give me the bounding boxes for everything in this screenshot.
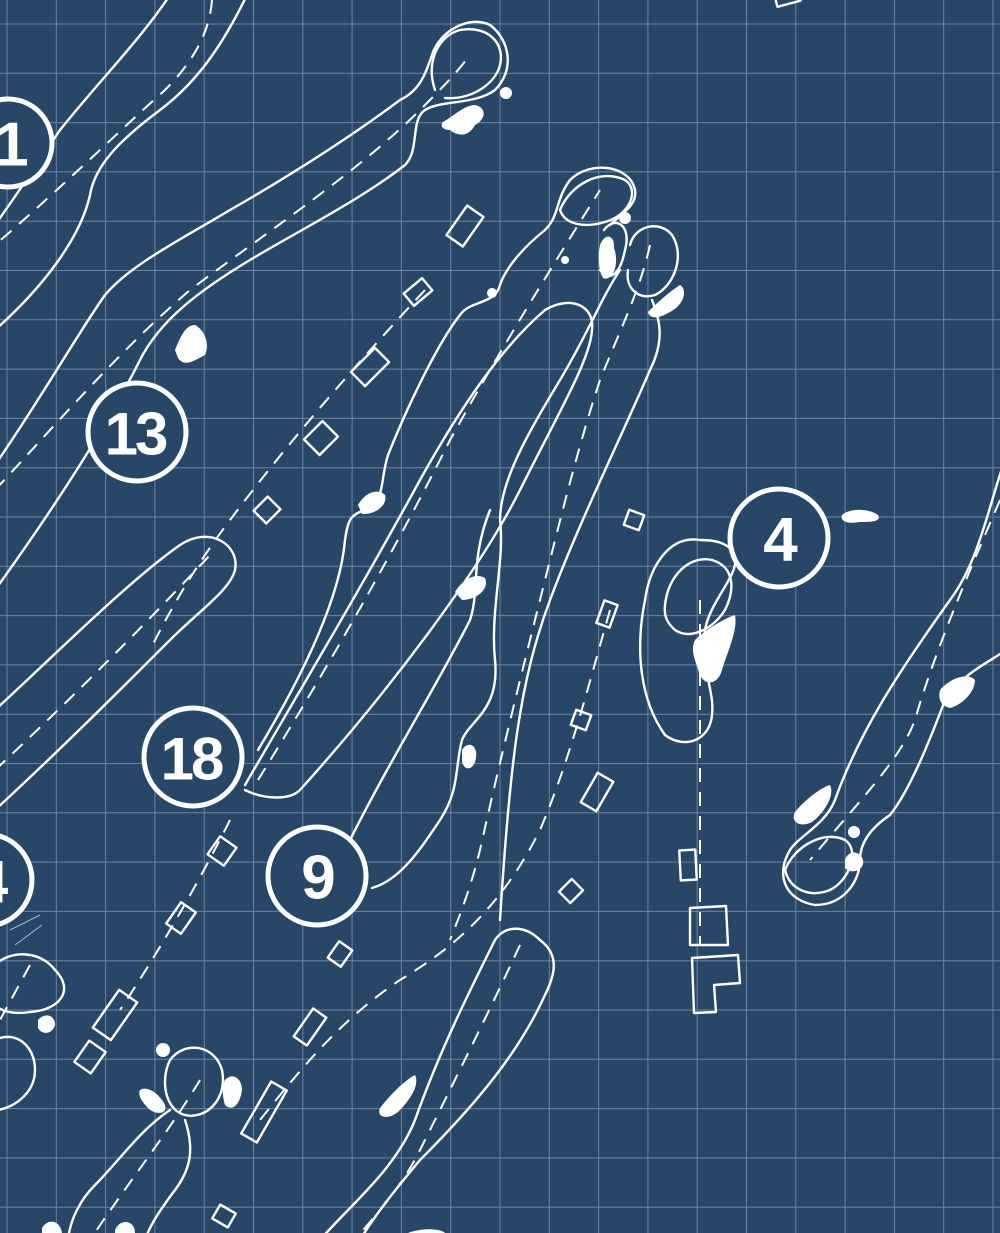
hole-label-4-partial: 4 bbox=[0, 833, 35, 927]
hole-4-green-complex bbox=[638, 538, 742, 1015]
hole-number-text: 18 bbox=[161, 726, 223, 793]
tee-boxes bbox=[73, 0, 802, 1229]
bunkers bbox=[38, 87, 975, 1233]
hole-number-text: 13 bbox=[105, 401, 167, 468]
hole-label-13: 13 bbox=[85, 380, 189, 484]
left-partial-green bbox=[0, 914, 66, 1111]
hole-13-fairway bbox=[0, 20, 509, 586]
hole-number-text: 4 bbox=[763, 506, 798, 575]
hole-number-text: 1 bbox=[0, 111, 27, 180]
hole-green-upper bbox=[449, 221, 680, 941]
hole-label-1: 1 bbox=[0, 96, 55, 190]
bottom-left-green bbox=[67, 1046, 225, 1233]
hole-label-18: 18 bbox=[141, 705, 245, 809]
hole-1-fairway bbox=[0, 0, 246, 328]
bottom-fairway bbox=[324, 927, 555, 1233]
hole-label-9: 9 bbox=[265, 824, 369, 928]
hole-9-fairway bbox=[256, 166, 637, 890]
hole-number-text: 9 bbox=[301, 844, 334, 913]
hole-label-4: 4 bbox=[727, 486, 831, 590]
hole-18-fairway bbox=[0, 301, 594, 808]
